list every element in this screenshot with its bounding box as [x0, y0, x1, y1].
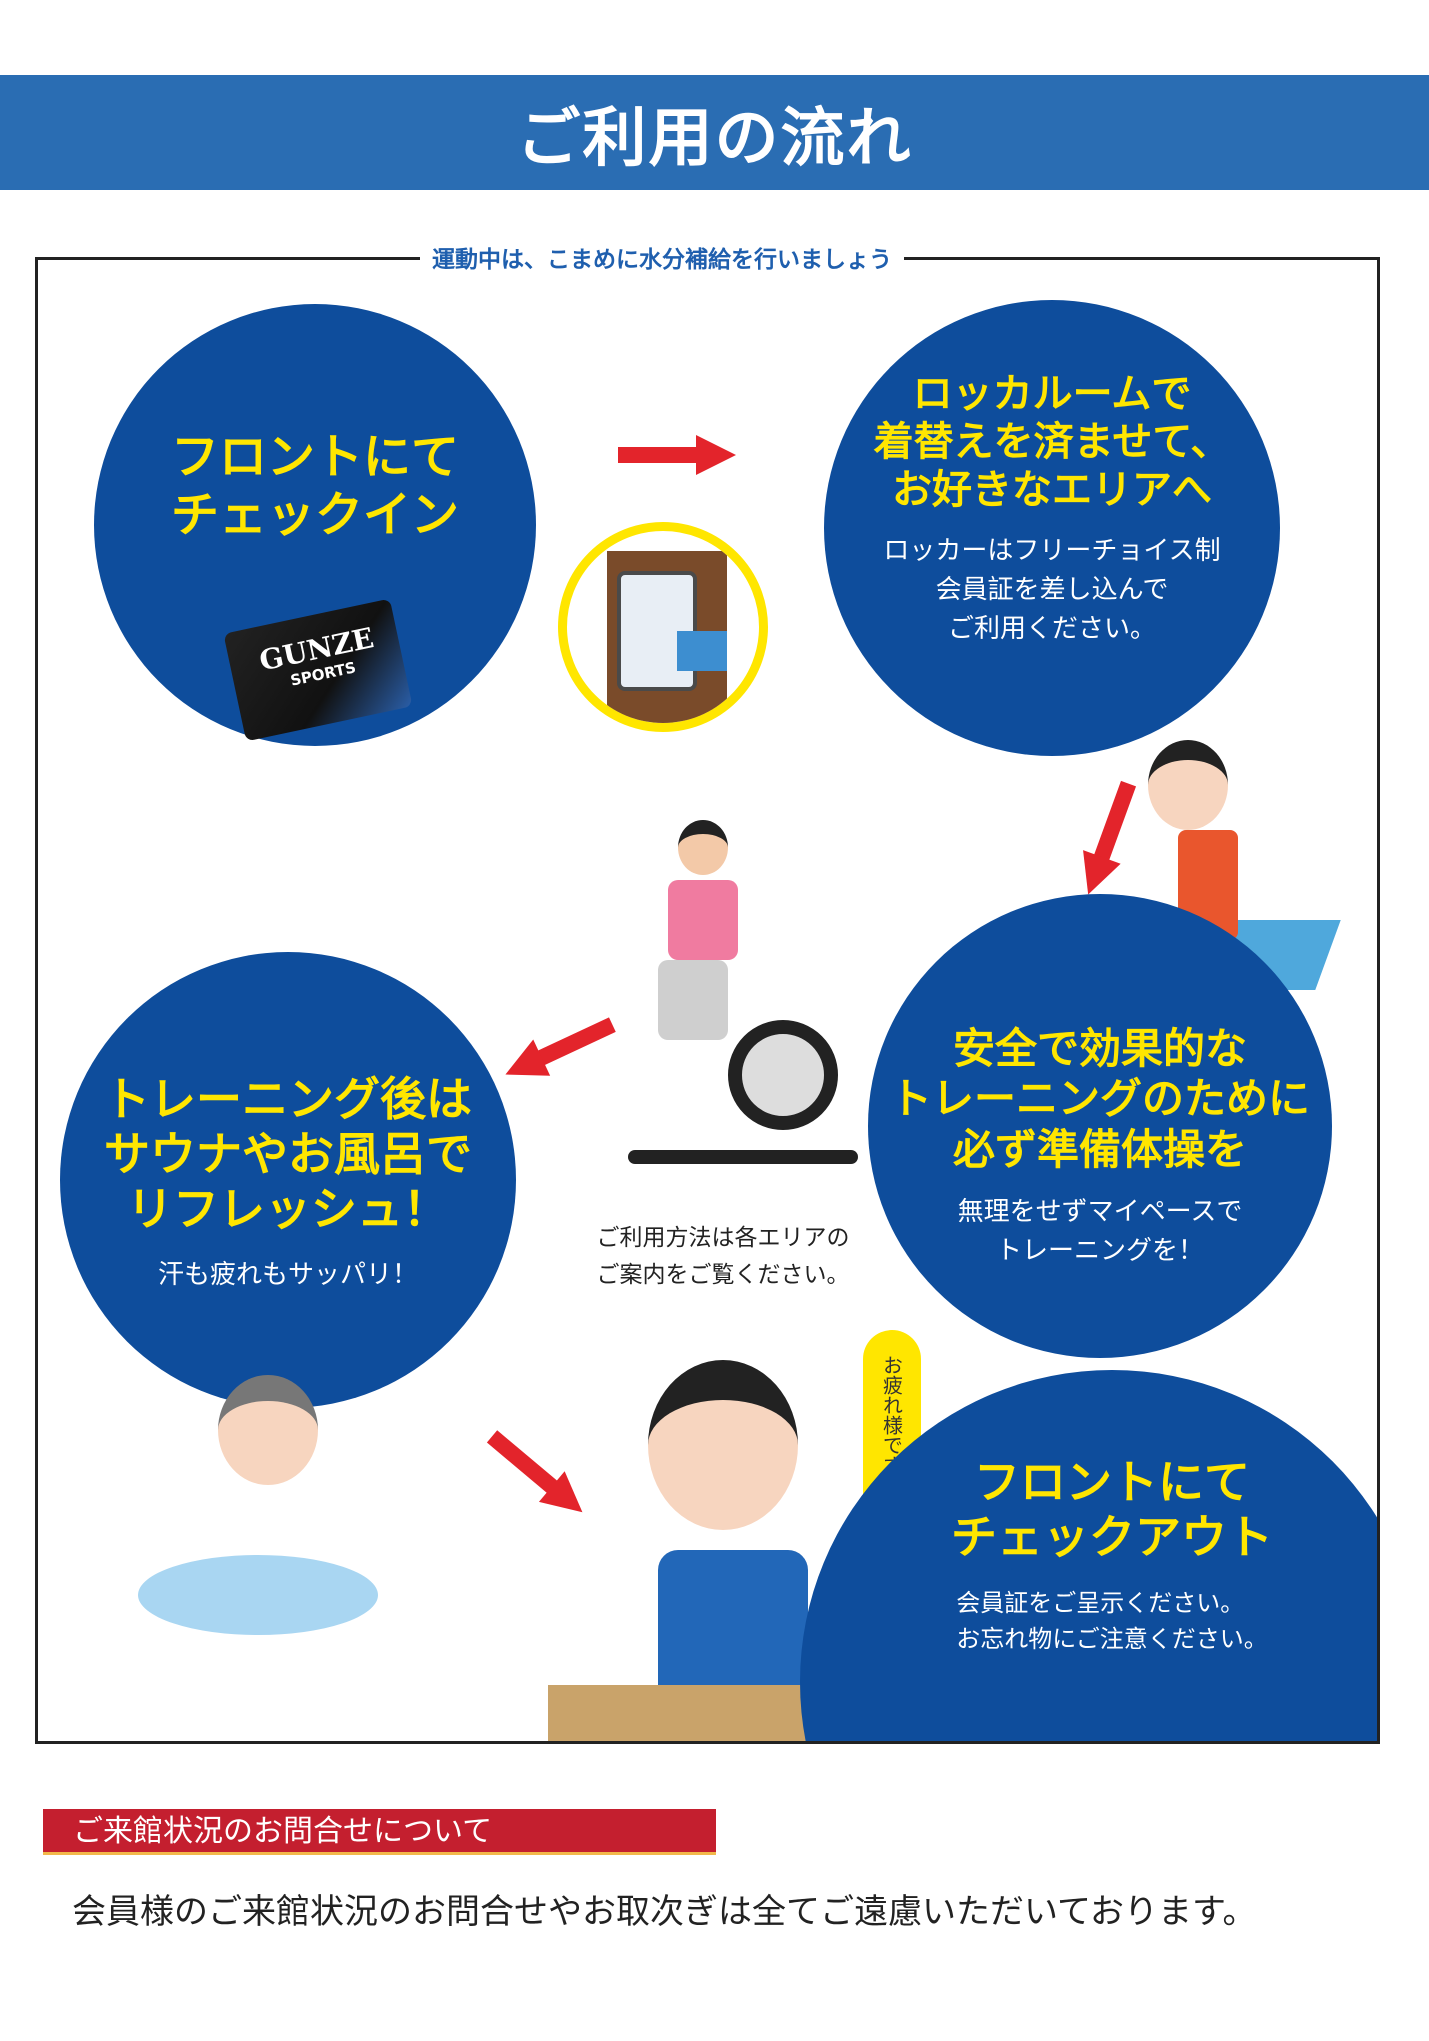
- notice-text: 会員様のご来館状況のお問合せやお取次ぎは全てご遠慮いただいております。: [72, 1892, 1257, 1932]
- arrow-right-icon: [618, 435, 738, 475]
- bathing-person-head: [218, 1375, 318, 1485]
- staff-head: [648, 1360, 798, 1530]
- staff-body: [658, 1550, 808, 1690]
- step-warmup: 安全で効果的なトレーニングのために必ず準備体操を 無理をせずマイペースでトレーニ…: [868, 894, 1332, 1358]
- arrow-down-icon: [1069, 777, 1148, 903]
- arrow-diagonal-icon: [479, 1421, 597, 1529]
- step-body-2: ロッカーはフリーチョイス制会員証を差し込んでご利用ください。: [883, 536, 1221, 644]
- exercise-bike-illustration: [608, 820, 868, 1200]
- notice-heading: ご来館状況のお問合せについて: [43, 1809, 716, 1855]
- arrow-left-icon: [495, 1007, 621, 1094]
- step-title-2: ロッカルームで着替えを済ませて、お好きなエリアへ: [873, 371, 1231, 513]
- step-body-5: 会員証をご呈示ください。お忘れ物にご注意ください。: [956, 1589, 1268, 1654]
- person-head: [1148, 740, 1228, 830]
- header-bar: ご利用の流れ: [0, 75, 1429, 190]
- bike-note: ご利用方法は各エリアのご案内をご覧ください。: [596, 1225, 850, 1288]
- step-title-4: トレーニング後はサウナやお風呂でリフレッシュ！: [104, 1072, 472, 1237]
- step-sauna: トレーニング後はサウナやお風呂でリフレッシュ！ 汗も疲れもサッパリ！: [60, 952, 516, 1408]
- bath-illustration: [138, 1555, 378, 1635]
- flow-frame: フロントにてチェックイン GUNZE SPORTS ロッカルームで着替えを済ませ…: [35, 257, 1380, 1744]
- step-body-3: 無理をせずマイペースでトレーニングを！: [957, 1197, 1243, 1267]
- step-locker: ロッカルームで着替えを済ませて、お好きなエリアへ ロッカーはフリーチョイス制会員…: [824, 300, 1280, 756]
- hydration-subtitle: 運動中は、こまめに水分補給を行いましょう: [420, 240, 904, 274]
- step-body-4: 汗も疲れもサッパリ！: [157, 1259, 418, 1290]
- step-title-3: 安全で効果的なトレーニングのために必ず準備体操を: [889, 1024, 1310, 1174]
- locker-illustration: [558, 522, 768, 732]
- step-title-5: フロントにてチェックアウト: [951, 1455, 1273, 1565]
- page-title: ご利用の流れ: [516, 101, 913, 176]
- step-title-1: フロントにてチェックイン: [170, 429, 459, 543]
